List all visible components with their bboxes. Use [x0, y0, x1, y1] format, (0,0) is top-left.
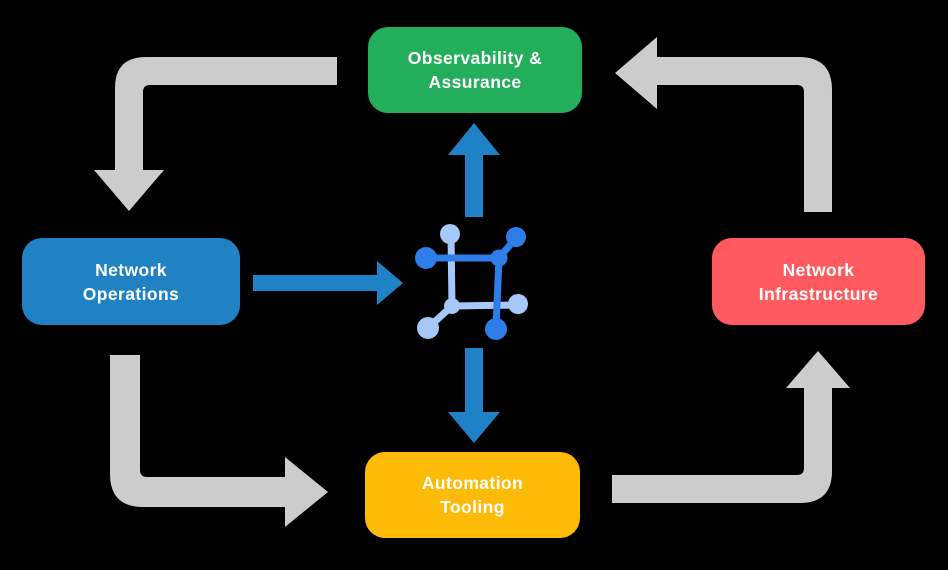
node-label-line: Tooling	[440, 497, 505, 517]
cycle-arrow-operations-to-automation	[110, 355, 328, 527]
cycle-arrow-infrastructure-to-observability	[615, 37, 832, 212]
node-label-line: Network	[95, 259, 167, 280]
cycle-arrow-observability-to-operations	[94, 57, 337, 211]
flow-arrow-icon-to-observability	[448, 123, 500, 217]
node-label-line: Assurance	[428, 72, 522, 92]
icon-node-bottom-left	[417, 317, 439, 339]
icon-node-right	[508, 294, 528, 314]
flow-arrow-icon-to-automation	[448, 348, 500, 443]
node-label-line: Automation	[421, 473, 524, 493]
node-network-operations: Network Operations	[22, 238, 240, 325]
node-label-line: Operations	[82, 283, 180, 304]
icon-node-top-right	[506, 227, 526, 247]
flow-arrow-operations-to-icon	[253, 261, 403, 305]
node-label-line: Network	[782, 259, 855, 280]
icon-node-bottom-right	[485, 318, 507, 340]
icon-light-vertical-line	[447, 231, 456, 310]
icon-joint-bottom-left-corner	[444, 298, 460, 314]
icon-dark-vertical-line	[492, 254, 503, 332]
icon-node-top	[440, 224, 460, 244]
node-automation-tooling: Automation Tooling	[365, 452, 580, 538]
node-label-line: Observability &	[407, 48, 543, 68]
icon-joint-top-right-corner	[490, 249, 508, 267]
node-observability-assurance: Observability & Assurance	[368, 27, 582, 113]
icon-node-left	[415, 247, 437, 269]
cycle-arrow-automation-to-infrastructure	[612, 351, 850, 503]
network-fabric-icon	[415, 224, 528, 340]
node-label-line: Infrastructure	[758, 283, 879, 304]
node-network-infrastructure: Network Infrastructure	[712, 238, 925, 325]
icon-light-bottom-line	[448, 301, 521, 310]
